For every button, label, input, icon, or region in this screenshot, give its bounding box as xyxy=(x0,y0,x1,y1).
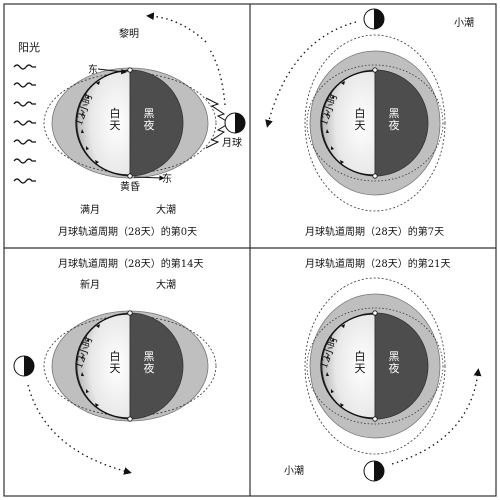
day-label: 白天 xyxy=(109,107,121,132)
sunlight-label: 阳光 xyxy=(18,41,40,54)
tide-label: 大潮 xyxy=(156,205,176,216)
panel-caption: 月球轨道周期（28天）的第14天 xyxy=(58,259,204,270)
panel-day7-diagram xyxy=(265,8,446,212)
twelve-hour-arc xyxy=(75,70,129,176)
day-label: 白天 xyxy=(354,350,366,375)
earth-night-side xyxy=(129,69,184,177)
tide-label: 小潮 xyxy=(284,466,304,477)
panel-caption: 月球轨道周期（28天）的第0天 xyxy=(58,227,198,238)
phase-label: 新月 xyxy=(80,280,100,291)
dusk-label: 黄昏 xyxy=(120,182,140,193)
panel-day21-diagram xyxy=(304,277,482,482)
night-label: 黑夜 xyxy=(388,350,400,375)
east-label-top: 东 xyxy=(88,65,98,76)
phase-label: 满月 xyxy=(80,205,100,216)
night-label: 黑夜 xyxy=(143,350,155,375)
east-label-bottom: 东 xyxy=(162,174,172,185)
day-label: 白天 xyxy=(109,350,121,375)
dawn-label: 黎明 xyxy=(119,29,139,40)
panel-caption: 月球轨道周期（28天）的第7天 xyxy=(305,227,445,238)
day-label: 白天 xyxy=(354,107,366,132)
moon-label: 月球 xyxy=(222,138,242,149)
tide-label: 小潮 xyxy=(454,18,474,29)
panel-day14-diagram xyxy=(13,310,217,475)
orbit-path xyxy=(146,12,207,43)
night-label: 黑夜 xyxy=(143,107,155,132)
tide-label: 大潮 xyxy=(156,280,176,291)
night-label: 黑夜 xyxy=(388,107,400,132)
panel-day0-diagram xyxy=(13,12,246,184)
sunlight-rays xyxy=(13,64,36,184)
panel-caption: 月球轨道周期（28天）的第21天 xyxy=(305,259,451,270)
